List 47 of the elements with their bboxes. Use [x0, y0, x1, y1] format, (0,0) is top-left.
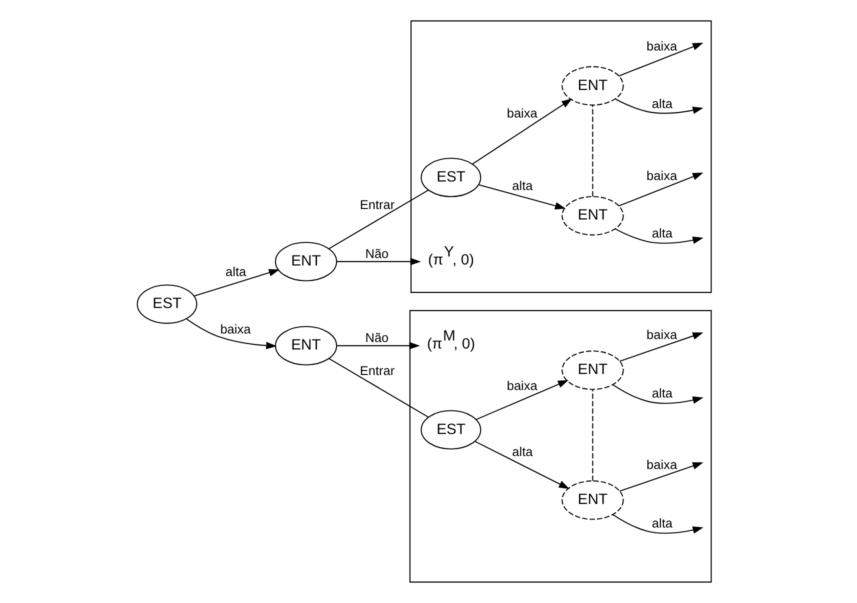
edge-label: Entrar — [360, 196, 395, 212]
arrow — [194, 269, 280, 297]
connector — [592, 105, 594, 196]
node-ellipse: ENT — [274, 326, 338, 366]
edge-label: alta — [652, 226, 672, 241]
arrow — [612, 384, 704, 404]
connector — [592, 390, 594, 481]
edge-label: alta — [652, 96, 672, 111]
edge-label: baixa — [646, 168, 678, 184]
edge-label: alta — [512, 444, 533, 460]
edge-label: baixa — [220, 322, 251, 337]
node-ellipse: ENT — [562, 350, 624, 390]
node-ellipse: EST — [420, 410, 482, 450]
arrow — [472, 98, 572, 164]
arrow — [474, 440, 570, 489]
arrow — [336, 258, 421, 266]
connector — [328, 190, 429, 250]
connector — [328, 358, 429, 418]
arrow — [336, 342, 420, 350]
node-ellipse: ENT — [274, 242, 338, 282]
arrow — [612, 514, 704, 534]
edge-label: Não — [365, 246, 389, 261]
edge-label: alta — [652, 515, 672, 530]
node-ellipse: EST — [420, 158, 482, 198]
edge-label: alta — [512, 178, 533, 193]
node-ellipse: ENT — [562, 196, 624, 236]
edge-label: Entrar — [360, 363, 395, 378]
edge-label: baixa — [646, 326, 678, 342]
arrow — [615, 228, 704, 244]
edge-label: baixa — [646, 456, 678, 472]
edge-label: alta — [652, 385, 672, 400]
arrow — [620, 332, 704, 362]
arrow — [620, 462, 704, 492]
edge-label: baixa — [506, 378, 538, 393]
node-ellipse: ENT — [562, 66, 624, 106]
node-ellipse: EST — [136, 284, 198, 324]
edge-label: baixa — [506, 105, 538, 120]
arrow — [476, 380, 569, 420]
edge-label: alta — [226, 264, 246, 280]
arrow — [615, 98, 704, 114]
arrow — [618, 172, 704, 206]
edge-label: Não — [365, 330, 389, 346]
arrow — [478, 184, 566, 210]
edge-label: baixa — [646, 38, 678, 54]
arrow — [186, 318, 277, 350]
arrow — [618, 42, 704, 76]
node-ellipse: ENT — [562, 480, 624, 520]
